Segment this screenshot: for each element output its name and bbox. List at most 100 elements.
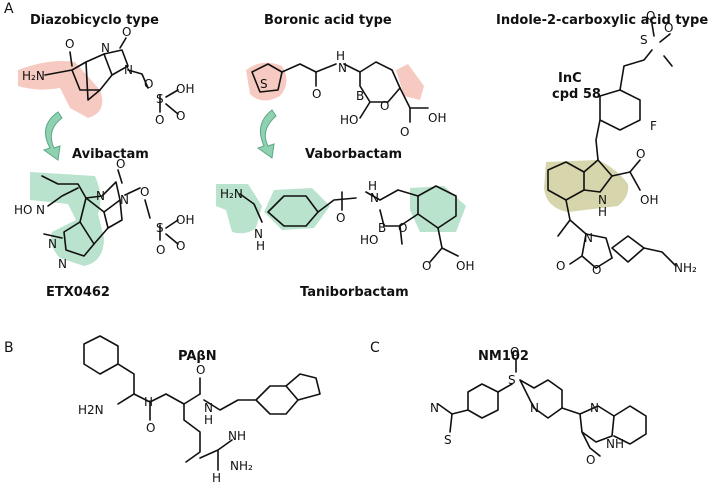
nm102-o1: O <box>510 345 519 359</box>
cyclohexyl-highlight <box>264 188 330 230</box>
etx-o4: O <box>176 239 185 253</box>
benzene-highlight <box>410 186 466 232</box>
avibactam-o4: O <box>155 113 164 127</box>
etx-n5: N <box>58 257 67 271</box>
avibactam-o5: O <box>176 109 185 123</box>
pabn-h4: H <box>212 471 221 485</box>
inc-h: H <box>598 205 607 219</box>
vabor-o1: O <box>312 87 321 101</box>
avibactam-o2: O <box>122 25 131 39</box>
vabor-s: S <box>260 77 268 91</box>
etx-hon: HO <box>14 203 32 217</box>
pabn-nh: H <box>144 395 153 409</box>
etx-n2: N <box>96 189 105 203</box>
acid-linker-highlight <box>396 64 424 100</box>
label-nm102: NM102 <box>478 349 529 364</box>
vabor-o3: O <box>400 125 409 139</box>
pabn-structure: PAβN H2N O H O N H NH H NH₂ <box>78 335 321 485</box>
inc-o2: O <box>646 9 655 23</box>
etx-o3: O <box>156 243 165 257</box>
tani-o2: O <box>398 221 407 235</box>
tani-ho: HO <box>360 233 378 247</box>
nm102-nh: NH <box>606 437 624 451</box>
panel-label-b: B <box>4 340 14 356</box>
avibactam-o1: O <box>65 37 74 51</box>
label-inc-1: InC <box>558 71 582 86</box>
pabn-o2: O <box>196 363 205 377</box>
tani-h2n: H₂N <box>220 187 243 201</box>
vabor-b: B <box>356 89 364 103</box>
nm102-structure: NM102 N S S O N N O NH <box>430 345 647 467</box>
vaborbactam-structure: S O H N B O HO O OH <box>246 49 446 139</box>
panel-label-a: A <box>4 1 14 17</box>
tani-n2: N <box>370 191 379 205</box>
amide-highlight <box>18 61 103 118</box>
nm102-s2: S <box>508 373 516 387</box>
nm102-n2: N <box>530 401 539 415</box>
pabn-n2: N <box>204 401 213 415</box>
tani-b: B <box>378 221 386 235</box>
avibactam-structure: H₂N O N O N O S OH O O <box>18 25 194 127</box>
indole-highlight <box>544 160 629 212</box>
nm102-n3: N <box>590 401 599 415</box>
inc-s: S <box>640 33 648 47</box>
nm102-n1: N <box>430 401 439 415</box>
pabn-h2n: H2N <box>78 403 104 417</box>
etx-highlight <box>30 172 104 266</box>
avibactam-s: S <box>156 92 164 106</box>
tani-h2: H <box>368 179 377 193</box>
label-pabn: PAβN <box>178 349 217 364</box>
thiophene-highlight <box>246 62 287 101</box>
etx-n3: N <box>120 193 129 207</box>
avibactam-o3: O <box>144 77 153 91</box>
vabor-o2: O <box>380 99 389 113</box>
etx0462-structure: HO N N O N O S OH O O N N <box>14 157 194 271</box>
derivation-arrow-1 <box>42 111 63 161</box>
label-avibactam: Avibactam <box>72 147 149 162</box>
nm102-o2: O <box>586 453 595 467</box>
derivation-arrow-2 <box>256 109 277 159</box>
title-boronic: Boronic acid type <box>264 13 392 28</box>
inc-nh2: NH₂ <box>674 261 697 275</box>
title-diazabicyclo: Diazobicyclo type <box>30 13 159 28</box>
pabn-nh2: NH₂ <box>230 459 253 473</box>
avibactam-h2n: H₂N <box>22 69 45 83</box>
tani-o3: O <box>422 259 431 273</box>
avibactam-n1: N <box>101 41 110 55</box>
label-vaborbactam: Vaborbactam <box>305 147 402 162</box>
inc-o1: O <box>664 21 673 35</box>
inc-n: N <box>598 193 607 207</box>
etx-n4: N <box>48 237 57 251</box>
vabor-n: N <box>338 61 347 75</box>
inc-o5: O <box>592 263 601 277</box>
vabor-ho: HO <box>340 113 358 127</box>
etx-s: S <box>156 221 164 235</box>
vabor-oh: OH <box>428 111 446 125</box>
etx-o1: O <box>116 157 125 171</box>
etx-o2: O <box>140 185 149 199</box>
tani-o1: O <box>336 211 345 225</box>
avibactam-n2: N <box>124 63 133 77</box>
label-etx0462: ETX0462 <box>46 285 110 300</box>
vabor-nh: H <box>336 49 345 63</box>
tani-h: H <box>256 239 265 253</box>
inc-oh: OH <box>640 193 658 207</box>
inc-n2: N <box>584 231 593 245</box>
inc-f: F <box>650 119 657 133</box>
nm102-s1: S <box>444 433 452 447</box>
pabn-h2: H <box>204 413 213 427</box>
inc-structure: InC cpd 58 S O O F O OH N H N O O NH₂ <box>544 9 697 277</box>
panel-label-c: C <box>370 340 380 356</box>
taniborbactam-structure: H₂N N H O H N B O HO O OH <box>216 179 474 273</box>
label-taniborbactam: Taniborbactam <box>300 285 409 300</box>
inc-o3: O <box>636 147 645 161</box>
aminoethyl-highlight <box>216 184 262 234</box>
etx-n1: N <box>36 203 45 217</box>
title-indole: Indole-2-carboxylic acid type <box>496 13 708 28</box>
pabn-nh3: NH <box>228 429 246 443</box>
tani-oh: OH <box>456 259 474 273</box>
tani-n: N <box>254 227 263 241</box>
etx-oh: OH <box>176 213 194 227</box>
label-inc-2: cpd 58 <box>552 87 601 102</box>
